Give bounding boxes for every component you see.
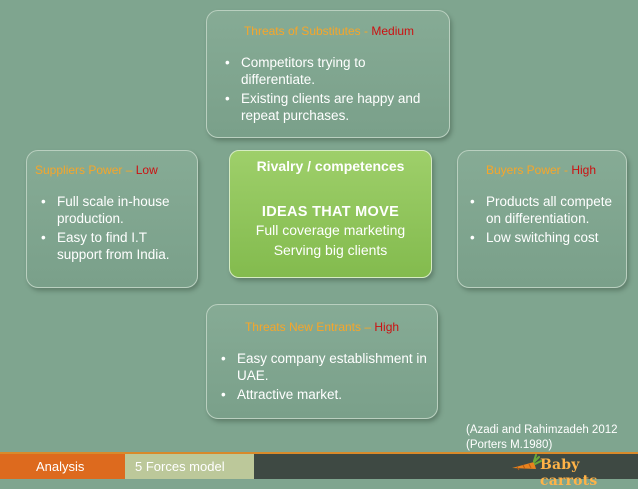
suppliers-power-level: Low <box>135 163 158 177</box>
rivalry-competences-box: Rivalry / competences IDEAS THAT MOVE Fu… <box>229 150 432 278</box>
tab-analysis[interactable]: Analysis <box>0 454 125 479</box>
citation-line-1: (Azadi and Rahimzadeh 2012 <box>466 424 618 436</box>
suppliers-power-box: Suppliers Power – Low Full scale in-hous… <box>26 150 198 288</box>
list-item: Easy to find I.T support from India. <box>41 229 189 263</box>
threats-substitutes-level: Medium <box>371 24 415 38</box>
threats-substitutes-title: Threats of Substitutes - Medium <box>219 23 439 40</box>
rivalry-company-name: IDEAS THAT MOVE <box>261 204 400 220</box>
threats-of-substitutes-box: Threats of Substitutes - Medium Competit… <box>206 10 450 138</box>
rivalry-line-1: Full coverage marketing <box>255 222 406 238</box>
threats-entrants-title-text: Threats New Entrants – <box>244 320 372 334</box>
buyers-power-title: Buyers Power - High <box>464 162 618 179</box>
threats-substitutes-title-text: Threats of Substitutes - <box>243 24 369 38</box>
rivalry-title: Rivalry / competences <box>256 158 405 174</box>
threats-entrants-list: Easy company establishment in UAE. Attra… <box>215 350 429 403</box>
buyers-power-list: Products all compete on differentiation.… <box>464 193 618 246</box>
list-item: Full scale in-house production. <box>41 193 189 227</box>
rivalry-line-2: Serving big clients <box>273 242 388 258</box>
citation: (Azadi and Rahimzadeh 2012 (Porters M.19… <box>466 423 618 453</box>
threats-new-entrants-box: Threats New Entrants – High Easy company… <box>206 304 438 419</box>
suppliers-power-title: Suppliers Power – Low <box>35 162 189 179</box>
footer-accent-line <box>0 452 638 454</box>
baby-carrots-logo: Baby carrots <box>508 454 638 489</box>
list-item: Existing clients are happy and repeat pu… <box>225 90 439 124</box>
threats-entrants-title: Threats New Entrants – High <box>215 319 429 336</box>
footer-bar: Analysis 5 Forces model Baby carrots <box>0 452 638 489</box>
threats-substitutes-list: Competitors trying to differentiate. Exi… <box>219 54 439 124</box>
list-item: Easy company establishment in UAE. <box>221 350 429 384</box>
buyers-power-title-text: Buyers Power - <box>485 163 568 177</box>
threats-entrants-level: High <box>374 320 400 334</box>
buyers-power-box: Buyers Power - High Products all compete… <box>457 150 627 288</box>
tab-5-forces-model[interactable]: 5 Forces model <box>125 454 254 479</box>
list-item: Competitors trying to differentiate. <box>225 54 439 88</box>
list-item: Attractive market. <box>221 386 429 403</box>
suppliers-power-list: Full scale in-house production. Easy to … <box>35 193 189 263</box>
logo-text: Baby carrots <box>540 457 598 489</box>
buyers-power-level: High <box>571 163 597 177</box>
carrot-icon <box>512 454 542 471</box>
list-item: Products all compete on differentiation. <box>470 193 618 227</box>
list-item: Low switching cost <box>470 229 618 246</box>
suppliers-power-title-text: Suppliers Power – <box>35 163 133 177</box>
citation-line-2: (Porters M.1980) <box>466 439 553 451</box>
